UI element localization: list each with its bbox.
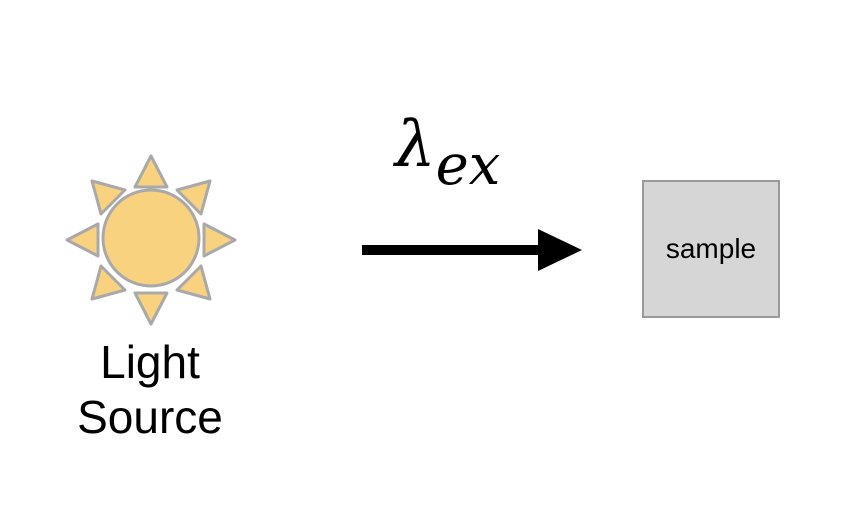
sun-ray [90, 264, 127, 301]
light-source-label-line2: Source [77, 391, 223, 443]
sample-box: sample [642, 180, 780, 318]
light-source-label-line1: Light [100, 336, 200, 388]
sample-label: sample [665, 233, 757, 264]
lambda-symbol: λ [395, 108, 436, 182]
excitation-wavelength-label: λex [395, 100, 500, 198]
sun-ray [65, 222, 100, 258]
arrow-head [538, 229, 582, 271]
sun-ray [90, 179, 127, 216]
sun-ray [133, 154, 169, 189]
sun-ray [202, 222, 237, 258]
sun-core [101, 188, 201, 288]
sun-ray [133, 291, 169, 326]
lambda-subscript: ex [435, 133, 501, 198]
sun-ray [175, 179, 212, 216]
sun-ray [175, 264, 212, 301]
